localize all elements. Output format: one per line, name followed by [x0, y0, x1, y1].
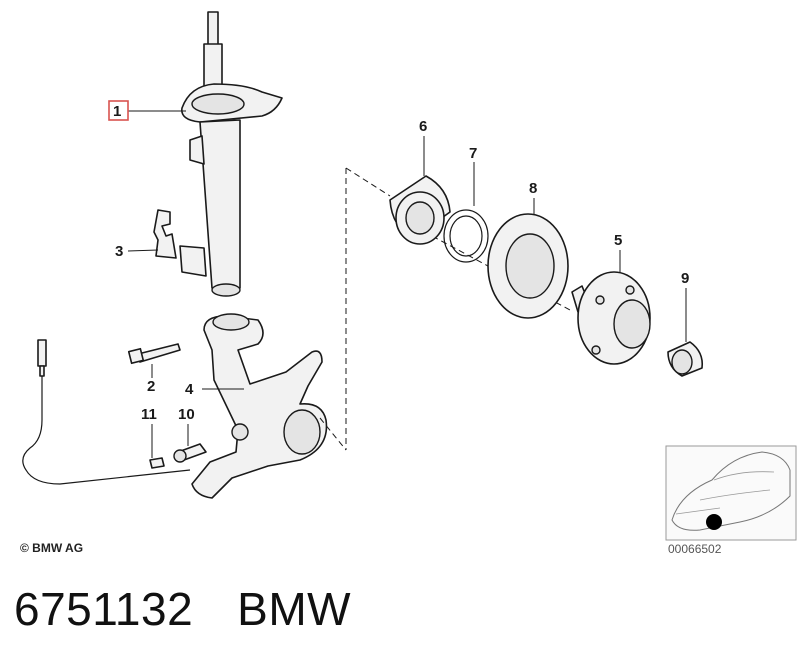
- wheel-hub: [571, 271, 651, 365]
- bracket: [153, 209, 177, 259]
- callout-4: 4: [185, 381, 194, 398]
- part-title: 6751132 BMW: [14, 582, 351, 636]
- callout-11: 11: [141, 406, 157, 423]
- part-number: 6751132: [14, 583, 194, 635]
- copyright-text: © BMW AG: [20, 541, 83, 555]
- callout-3: 3: [115, 243, 123, 260]
- callout-8: 8: [529, 180, 537, 197]
- callout-7: 7: [469, 145, 477, 162]
- screw: [149, 457, 165, 469]
- leader-lines: [127, 110, 687, 458]
- car-location-thumbnail: [665, 445, 797, 541]
- callout-1-highlight: [108, 100, 129, 121]
- wheel-bearing: [389, 175, 451, 245]
- dust-shield: [487, 213, 569, 319]
- assembly-line: [319, 167, 571, 451]
- circlip: [443, 209, 489, 263]
- callout-2: 2: [147, 378, 155, 395]
- location-marker-icon: [706, 514, 722, 530]
- collar-nut: [667, 341, 704, 377]
- callout-6: 6: [419, 118, 427, 135]
- image-reference-number: 00066502: [668, 542, 722, 556]
- steering-knuckle: [191, 313, 328, 499]
- callout-10: 10: [178, 406, 195, 423]
- callout-1: 1: [113, 103, 121, 120]
- brand-name: BMW: [237, 583, 352, 635]
- wheel-speed-sensor-cable: [22, 339, 191, 485]
- shock-strut: [179, 11, 283, 297]
- wheel-speed-sensor: [173, 443, 207, 463]
- bolt: [127, 343, 181, 365]
- callout-9: 9: [681, 270, 689, 287]
- callout-5: 5: [614, 232, 622, 249]
